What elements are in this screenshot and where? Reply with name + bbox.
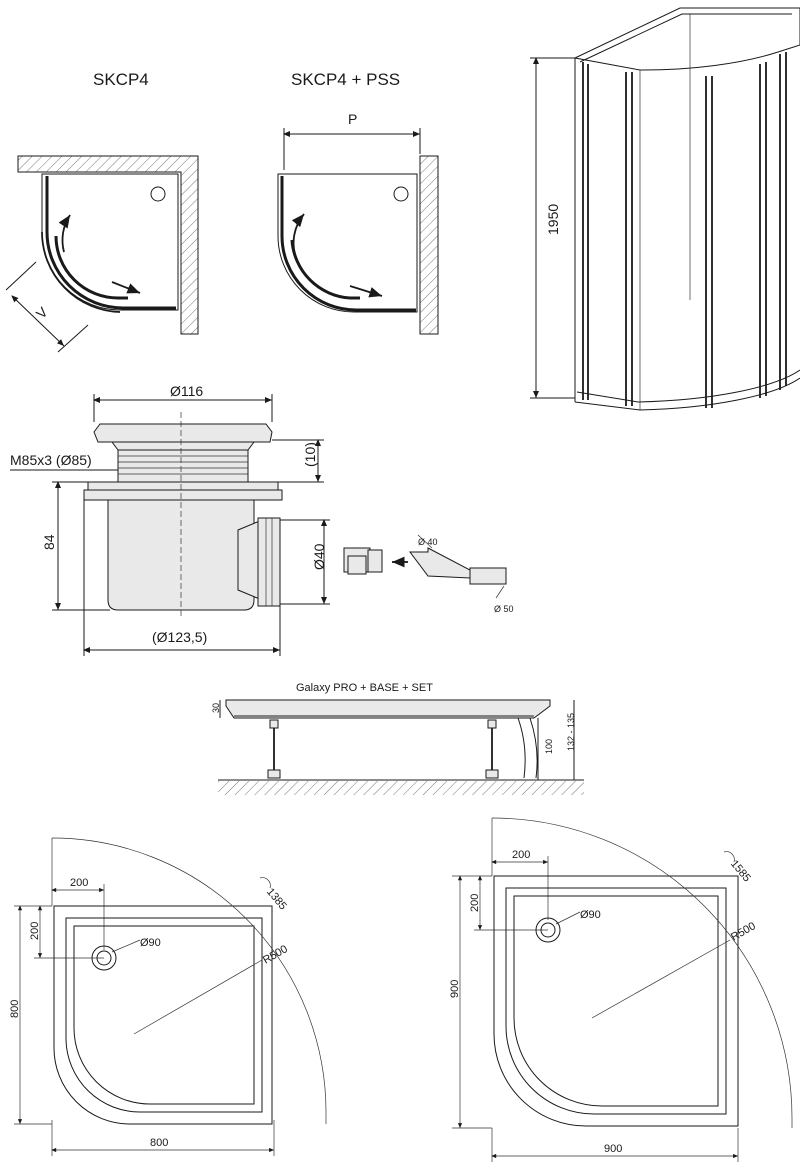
skcp4-pss-title: SKCP4 + PSS [291, 70, 400, 89]
dim-width-900: 900 [604, 1143, 622, 1155]
dim-200-side-900: 200 [469, 894, 481, 912]
dim-100: 100 [544, 739, 554, 754]
skcp4-title: SKCP4 [93, 70, 149, 89]
skcp4-pss-plan: SKCP4 + PSS P [277, 70, 439, 335]
dim-range: 132 - 135 [566, 713, 576, 751]
dim-thread: M85x3 (Ø85) [10, 452, 92, 468]
enclosure-3d: 1950 [530, 7, 800, 411]
dim-height-800: 800 [9, 1000, 21, 1018]
drain-section: Ø116 M85x3 (Ø85) (10) 84 [10, 383, 514, 656]
drain-icon [535, 917, 561, 943]
dim-base-diameter: (Ø123,5) [152, 629, 207, 645]
dim-height-900: 900 [449, 980, 461, 998]
dim-30: 30 [211, 703, 221, 713]
dim-p: P [348, 111, 357, 127]
dim-diameter-40: Ø40 [311, 543, 327, 570]
dim-diameter-116: Ø116 [170, 383, 203, 399]
dim-200-top-800: 200 [70, 877, 88, 889]
base-set-elevation: Galaxy PRO + BASE + SET 30 100 132 - 135 [211, 682, 584, 795]
tray-900-plan: 900 900 200 200 Ø90 R500 1585 [449, 817, 793, 1162]
dim-width-800: 800 [150, 1137, 168, 1149]
tray-800-plan: 800 800 200 200 Ø90 R500 1385 [9, 837, 327, 1156]
dim-arc-900: 1585 [728, 858, 753, 884]
wall-hatch [17, 155, 199, 335]
dim-200-side-800: 200 [29, 922, 41, 940]
dim-pipe-50: Ø 50 [494, 604, 514, 614]
base-set-title: Galaxy PRO + BASE + SET [296, 682, 433, 694]
dim-200-top-900: 200 [512, 849, 530, 861]
dim-radius-800: R500 [261, 943, 290, 967]
dim-84: 84 [41, 534, 57, 550]
wall-hatch [419, 155, 439, 335]
dim-diameter-90-900: Ø90 [580, 909, 601, 921]
dim-pipe-40: Ø 40 [418, 537, 438, 547]
drain-icon [393, 186, 409, 202]
drain-icon [150, 186, 166, 202]
drain-icon [91, 945, 117, 971]
skcp4-plan: SKCP4 V [5, 70, 199, 353]
dim-height: 1950 [545, 204, 561, 235]
dim-arc-800: 1385 [264, 886, 289, 912]
dim-10: (10) [302, 442, 318, 467]
dim-diameter-90-800: Ø90 [140, 937, 161, 949]
